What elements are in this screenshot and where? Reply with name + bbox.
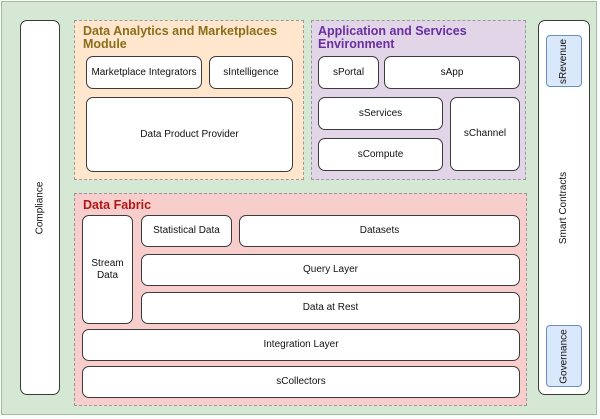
query-layer-box: Query Layer (141, 254, 520, 286)
stream-data-label: Stream Data (91, 257, 124, 281)
data-at-rest-box: Data at Rest (141, 292, 520, 324)
srevenue-box: sRevenue (546, 35, 582, 87)
compliance-column: Compliance (20, 20, 60, 395)
scompute-box: sCompute (318, 138, 443, 171)
analytics-module-title: Data Analytics and Marketplaces Module (83, 24, 278, 51)
sservices-box: sServices (318, 97, 443, 130)
data-product-provider-box: Data Product Provider (86, 97, 293, 172)
marketplace-integrators-box: Marketplace Integrators (86, 56, 202, 89)
srevenue-label: sRevenue (558, 38, 570, 84)
sintelligence-box: sIntelligence (209, 56, 293, 89)
data-fabric-title: Data Fabric (83, 198, 152, 212)
compliance-label: Compliance (34, 181, 45, 234)
governance-box: Governance (546, 325, 582, 387)
smart-contracts-label: Smart Contracts (558, 171, 569, 244)
stream-data-box: Stream Data (82, 215, 133, 324)
datasets-box: Datasets (239, 215, 520, 247)
integration-layer-box: Integration Layer (82, 329, 520, 361)
scollectors-box: sCollectors (82, 366, 520, 398)
app-services-env-title: Application and Services Environment (318, 24, 467, 51)
governance-label: Governance (558, 328, 570, 384)
sapp-box: sApp (384, 56, 520, 89)
statistical-data-box: Statistical Data (141, 215, 232, 247)
schannel-box: sChannel (450, 97, 520, 171)
sportal-box: sPortal (318, 56, 379, 89)
